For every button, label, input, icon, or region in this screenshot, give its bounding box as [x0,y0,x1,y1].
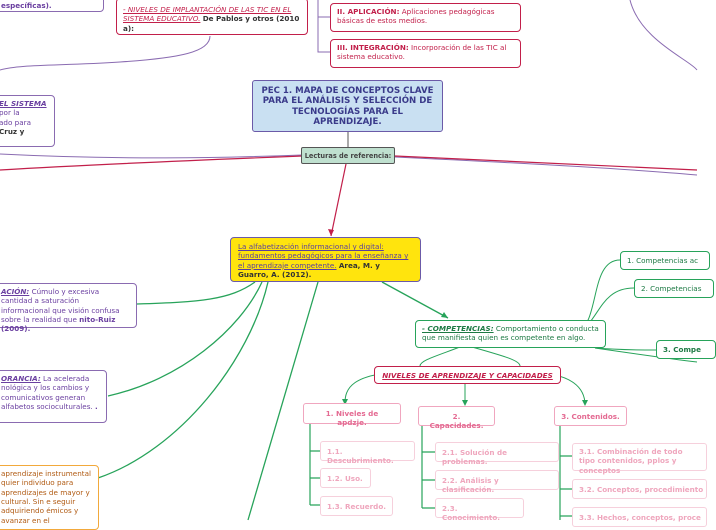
uso-node[interactable]: 1.2. Uso. [320,468,371,488]
niveles-apdzje-node[interactable]: 1. Niveles de apdzje. [303,403,401,427]
integracion-node[interactable]: III. INTEGRACIÓN: Incorporación de las T… [330,39,521,68]
competencias-3-node[interactable]: 3. Compe [656,340,716,359]
recuerdo-node[interactable]: 1.3. Recuerdo. [320,496,393,516]
niveles-tic-title: - NIVELES DE IMPLANTACIÓN DE LAS TIC EN … [123,5,292,24]
niveles-aprendizaje-node[interactable]: NIVELES DE APRENDIZAJE Y CAPACIDADES [374,366,561,384]
conocimiento-node[interactable]: 2.3. Conocimiento. [435,498,524,522]
competencias-2-node[interactable]: 2. Competencias [634,279,714,298]
competencias-node[interactable]: - COMPETENCIAS: Comportamiento o conduct… [415,320,606,348]
ignorancia-node[interactable]: ORANCIA: La acelerada nológica y los cam… [0,370,107,423]
competencias-1-node[interactable]: 1. Competencias ac [620,251,710,270]
connector-lines [0,0,698,521]
hechos-conceptos-node[interactable]: 3.3. Hechos, conceptos, proce [572,507,707,527]
descubrimiento-node[interactable]: 1.1. Descubrimiento. [320,441,415,465]
top-left-node[interactable]: específicas). [0,0,104,12]
conceptos-procedimientos-node[interactable]: 3.2. Conceptos, procedimiento [572,479,707,499]
contenidos-node[interactable]: 3. Contenidos. [554,406,627,426]
left-sistema-node[interactable]: EL SISTEMA por la ado para Cruz y [0,95,55,147]
lecturas-node[interactable]: Lecturas de referencia: [301,147,395,164]
niveles-tic-author: De Pablos y otros (2010 a): [123,14,300,33]
alfabetizacion-node[interactable]: La alfabetización informacional y digita… [230,237,421,282]
central-topic[interactable]: PEC 1. MAPA DE CONCEPTOS CLAVE PARA EL A… [252,80,443,132]
analisis-clasificacion-node[interactable]: 2.2. Análisis y clasificación. [435,470,559,494]
combinacion-contenidos-node[interactable]: 3.1. Combinación de todo tipo contenidos… [572,443,707,475]
capacidades-node[interactable]: 2. Capacidades. [418,406,495,430]
aplicacion-node[interactable]: II. APLICACIÓN: Aplicaciones pedagógicas… [330,3,521,32]
instrumental-node[interactable]: aprendizaje instrumental quier individuo… [0,465,99,530]
saturacion-node[interactable]: ACIÓN: Cúmulo y excesiva cantidad a satu… [0,283,137,333]
solucion-problemas-node[interactable]: 2.1. Solución de problemas. [435,442,559,466]
niveles-tic-node[interactable]: - NIVELES DE IMPLANTACIÓN DE LAS TIC EN … [116,0,308,35]
